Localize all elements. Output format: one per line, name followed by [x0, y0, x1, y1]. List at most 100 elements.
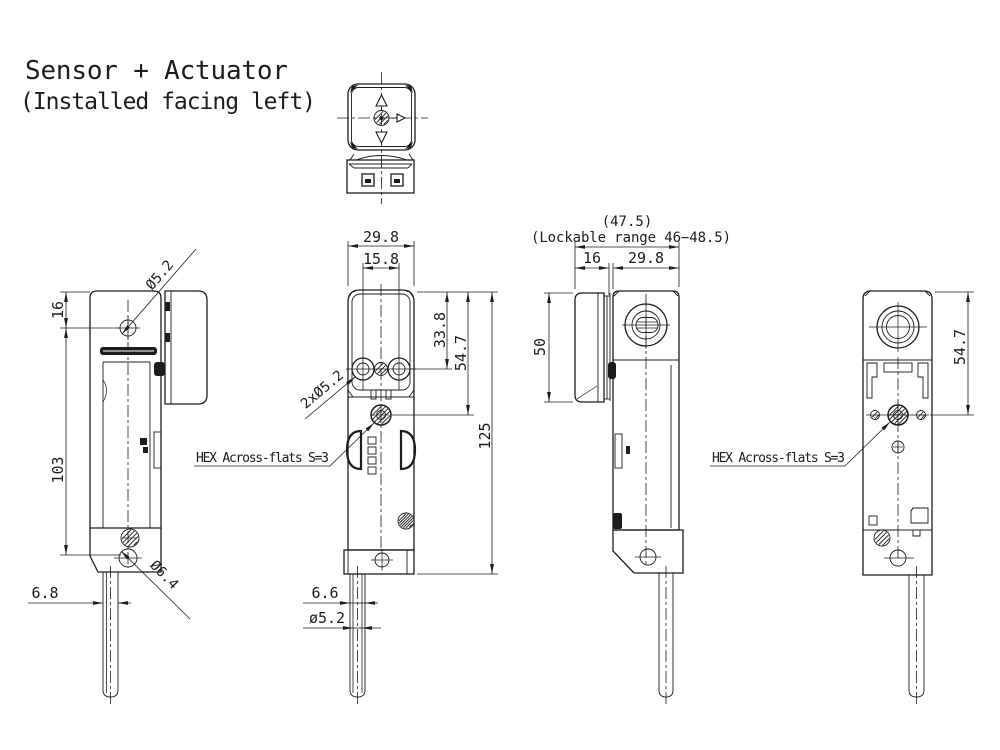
bottom-bracket: [612, 529, 684, 574]
dim-hole-spacing: 15.8: [363, 250, 399, 268]
dim-hole-offset: 16: [49, 301, 67, 319]
hatch-line: [401, 516, 412, 527]
actuator-block: [574, 292, 605, 403]
hatch-line: [894, 411, 907, 424]
hatch-line: [398, 513, 407, 522]
sensor-head-outline: [347, 83, 416, 151]
dim-hex-offset: 54.7: [452, 335, 470, 371]
dimension-arrowhead: [466, 292, 470, 302]
dimension-arrowhead: [363, 266, 373, 270]
hatch-line: [383, 120, 389, 125]
dimension-arrowhead: [575, 266, 585, 270]
hatch-line: [380, 368, 388, 376]
hatch-line: [399, 514, 411, 526]
notched-plate: [910, 507, 929, 524]
side-slot-left: [345, 429, 363, 471]
side-slot-right: [399, 429, 417, 471]
dim-rod-diameter: ø5.2: [309, 609, 345, 627]
dimension-arrowhead: [669, 266, 679, 270]
hatch-line: [898, 415, 908, 425]
case-screw: [397, 512, 415, 530]
hatch-line: [408, 523, 413, 528]
dimension-arrowhead: [490, 564, 494, 574]
arrow-up-mark: [375, 93, 388, 107]
hatch-line: [405, 520, 414, 529]
dimension-arrowhead: [404, 244, 414, 248]
sensor-base-outline: [346, 159, 415, 194]
bracket-screw: [873, 529, 891, 547]
dim-total-length: 125: [476, 422, 494, 449]
dimension-arrowhead: [547, 392, 551, 402]
view-front: 29.8 15.8 33.8 54.7 125 2xØ5.2 HEX Acros…: [194, 228, 498, 705]
bottom-bracket: [89, 528, 162, 573]
title-line2: (Installed facing left): [20, 89, 316, 115]
dim-body-width: 29.8: [363, 228, 399, 246]
dimension-arrowhead: [669, 245, 679, 249]
bottom-bracket: [343, 549, 415, 575]
dim-rod-depth: 6.8: [31, 584, 58, 602]
dim-lock-nominal: (47.5): [602, 214, 653, 230]
dimension-arrowhead: [599, 266, 609, 270]
dimension-arrowhead: [64, 545, 68, 555]
label-hex-front: HEX Across-flats S=3: [196, 451, 329, 466]
drawing-title: Sensor + Actuator (Installed facing left…: [20, 56, 316, 115]
hatch-line: [891, 408, 906, 423]
view-rear: 54.7 HEX Across-flats S=3: [710, 290, 974, 705]
hatch-line: [398, 513, 409, 524]
hatch-line: [372, 406, 386, 420]
hatch-line: [878, 534, 889, 545]
hatch-line: [889, 406, 903, 420]
hatch-line: [874, 530, 884, 540]
dimension-arrowhead: [118, 601, 128, 605]
hex-screw-top: [373, 110, 390, 126]
led-window: [367, 436, 377, 445]
dim-actuator-height: 50: [531, 338, 549, 356]
hatch-line: [375, 363, 384, 372]
hatch-line: [381, 415, 391, 425]
dimension-arrowhead: [340, 601, 350, 605]
hatch-line: [374, 408, 389, 423]
dimension-arrowhead: [365, 601, 375, 605]
view-top: [337, 72, 428, 204]
hatch-line: [882, 538, 890, 546]
view-side-left: 16 103 6.8 Ø5.2 Ø6.4: [28, 248, 208, 705]
bracket-screw: [120, 528, 140, 548]
dim-holes-offset: 33.8: [431, 312, 449, 348]
hatch-line: [124, 532, 138, 546]
dimension-arrowhead: [362, 626, 372, 630]
hook-slot-right: [917, 362, 929, 399]
view-actuator-side: (47.5) (Lockable range 46−48.5) 16 29.8 …: [531, 214, 731, 705]
arrow-right-mark: [396, 113, 407, 123]
dim-actuator-depth: 16: [583, 249, 601, 267]
body-outline: [347, 289, 415, 551]
dimension-arrowhead: [348, 244, 358, 248]
hatch-line: [128, 536, 139, 547]
led-window: [367, 456, 377, 465]
dim-body-length: 103: [49, 456, 67, 483]
dimension-arrowhead: [445, 292, 449, 302]
dimension-arrowhead: [490, 292, 494, 302]
body-outline: [862, 290, 933, 576]
dimension-arrowhead: [445, 359, 449, 369]
label-bottom-hole: Ø6.4: [146, 558, 181, 593]
dimension-arrowhead: [466, 405, 470, 415]
hatch-line: [133, 541, 138, 546]
dimension-arrowhead: [121, 551, 130, 560]
title-line1: Sensor + Actuator: [25, 56, 288, 86]
dim-hex-offset-rear: 54.7: [951, 329, 969, 365]
actuator-block: [164, 290, 208, 405]
dim-rod-width: 6.6: [311, 584, 338, 602]
connector-slot: [390, 173, 404, 187]
dimension-arrowhead: [613, 266, 623, 270]
hatch-line: [376, 112, 387, 123]
hatch-line: [917, 411, 924, 418]
dimension-arrowhead: [346, 377, 355, 385]
dim-lock-range: (Lockable range 46−48.5): [531, 230, 731, 246]
hatch-line: [371, 405, 383, 417]
dimension-arrowhead: [64, 318, 68, 328]
dimension-arrowhead: [64, 292, 68, 302]
body-outline: [89, 290, 162, 529]
dimension-arrowhead: [547, 293, 551, 303]
